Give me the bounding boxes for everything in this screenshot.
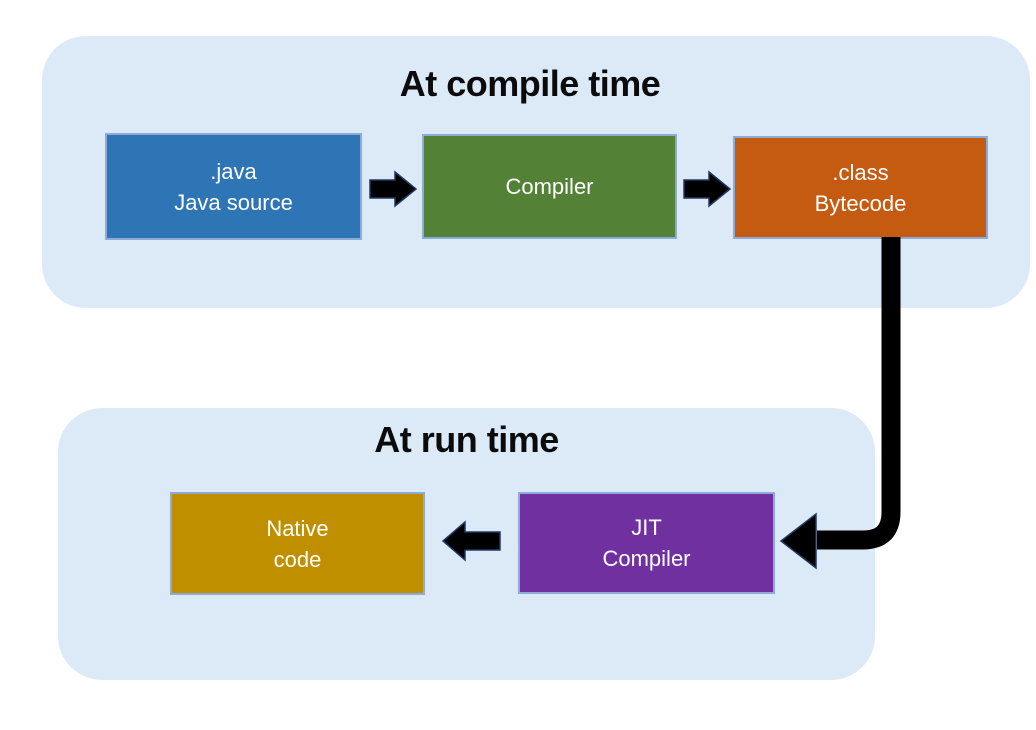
- box-java-source: .java Java source: [105, 133, 362, 240]
- box-native-code: Native code: [170, 492, 425, 595]
- jit-compiler-line1: JIT: [631, 515, 662, 540]
- java-source-line2: Java source: [174, 189, 293, 215]
- run-time-title: At run time: [374, 419, 559, 460]
- compiler-line1: Compiler: [505, 174, 594, 199]
- bytecode-line2: Bytecode: [814, 190, 907, 216]
- box-compiler: Compiler: [422, 134, 677, 239]
- compile-time-title: At compile time: [399, 63, 661, 104]
- jit-compiler-line2: Compiler: [602, 546, 691, 571]
- box-bytecode: .class Bytecode: [733, 136, 988, 239]
- native-code-line1: Native: [266, 515, 329, 541]
- box-jit-compiler: JIT Compiler: [518, 492, 775, 594]
- bytecode-line1: .class: [832, 159, 889, 185]
- native-code-line2: code: [273, 546, 322, 572]
- java-source-line1: .java: [210, 158, 257, 184]
